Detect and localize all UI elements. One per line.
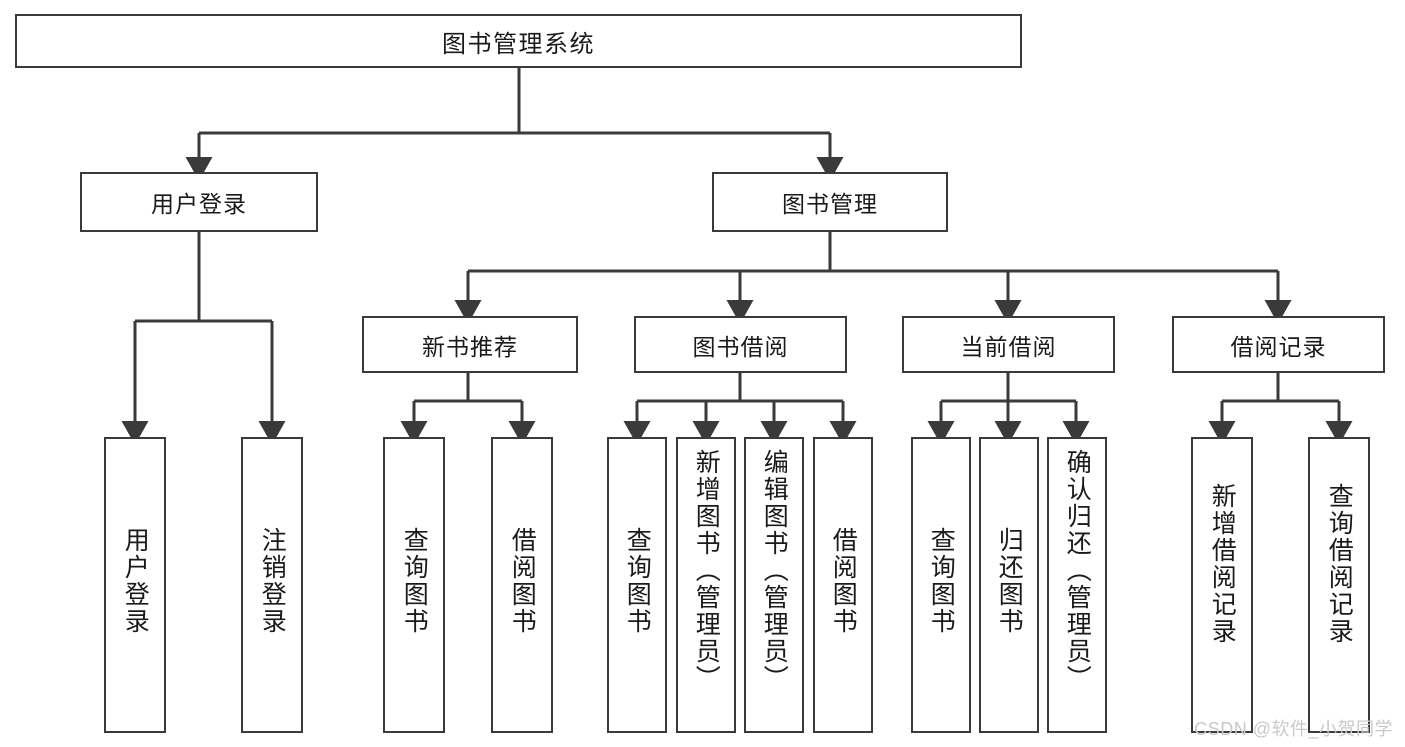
leaf-label: 借阅图书	[829, 527, 858, 635]
node-label: 当前借阅	[960, 333, 1057, 360]
node-current-borrow[interactable]: 当前借阅	[902, 316, 1115, 373]
leaf-record-query-record[interactable]: 查询借阅记录	[1308, 437, 1370, 733]
leaf-label: 查询图书	[927, 527, 956, 635]
leaf-label: 注销登录	[258, 527, 287, 635]
leaf-user-login-logout[interactable]: 注销登录	[241, 437, 303, 733]
leaf-recommend-query-book[interactable]: 查询图书	[383, 437, 445, 733]
node-user-login[interactable]: 用户登录	[80, 172, 318, 232]
leaf-label: 编辑图书（管理员）	[760, 449, 789, 692]
node-new-book-recommend[interactable]: 新书推荐	[362, 316, 578, 373]
leaf-current-confirm-return-admin[interactable]: 确认归还（管理员）	[1047, 437, 1107, 733]
node-label: 用户登录	[151, 191, 247, 217]
node-label: 新书推荐	[422, 333, 518, 360]
leaf-record-add-record[interactable]: 新增借阅记录	[1191, 437, 1253, 733]
leaf-label: 新增借阅记录	[1208, 483, 1237, 645]
leaf-borrow-edit-book-admin[interactable]: 编辑图书（管理员）	[744, 437, 804, 733]
leaf-user-login-login[interactable]: 用户登录	[104, 437, 166, 733]
node-book-management[interactable]: 图书管理	[712, 172, 948, 232]
node-borrow-record[interactable]: 借阅记录	[1172, 316, 1385, 373]
watermark-text: CSDN @软件_小贺同学	[1194, 719, 1393, 739]
node-root-system[interactable]: 图书管理系统	[15, 14, 1022, 68]
node-label: 图书借阅	[692, 333, 789, 360]
leaf-label: 查询借阅记录	[1325, 483, 1354, 645]
leaf-current-query-book[interactable]: 查询图书	[911, 437, 971, 733]
leaf-label: 查询图书	[400, 527, 429, 635]
leaf-label: 确认归还（管理员）	[1063, 449, 1092, 692]
node-book-borrow[interactable]: 图书借阅	[634, 316, 847, 373]
leaf-label: 用户登录	[121, 527, 150, 635]
node-label: 图书管理系统	[442, 30, 595, 58]
leaf-current-return-book[interactable]: 归还图书	[979, 437, 1039, 733]
leaf-borrow-query-book[interactable]: 查询图书	[607, 437, 667, 733]
leaf-recommend-borrow-book[interactable]: 借阅图书	[491, 437, 553, 733]
leaf-label: 归还图书	[995, 527, 1024, 635]
leaf-label: 借阅图书	[508, 527, 537, 635]
leaf-borrow-borrow-book[interactable]: 借阅图书	[813, 437, 873, 733]
leaf-label: 查询图书	[623, 527, 652, 635]
leaf-label: 新增图书（管理员）	[692, 449, 721, 692]
node-label: 借阅记录	[1230, 333, 1327, 360]
leaf-borrow-add-book-admin[interactable]: 新增图书（管理员）	[676, 437, 736, 733]
node-label: 图书管理	[782, 191, 878, 217]
